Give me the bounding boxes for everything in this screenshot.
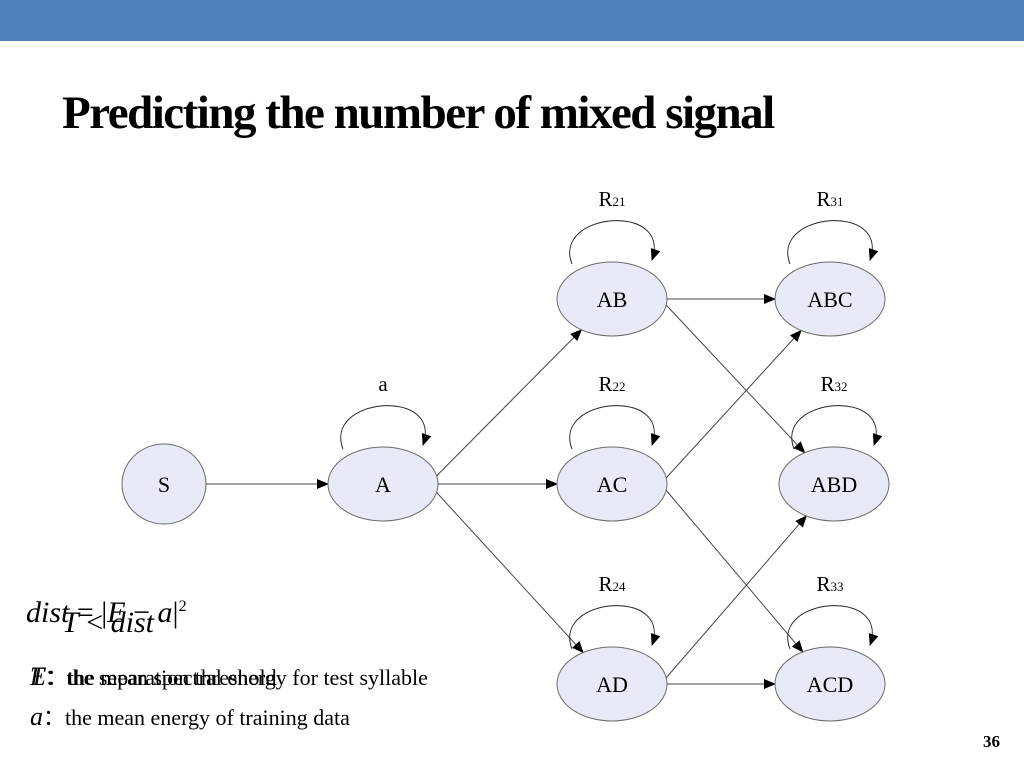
loop-label-main: R bbox=[816, 187, 830, 211]
abs-open: | bbox=[101, 596, 108, 629]
svg-text:R31: R31 bbox=[816, 187, 843, 211]
node-label: S bbox=[158, 472, 170, 497]
node-ac: AC bbox=[556, 446, 668, 522]
edge-ad-abd bbox=[663, 515, 807, 681]
self-loop-abc bbox=[787, 220, 879, 265]
loop-label-abc: R31 bbox=[816, 187, 843, 211]
dist-symbol: dist bbox=[26, 596, 70, 629]
loop-label-subscript: 24 bbox=[613, 579, 627, 594]
e-symbol: E bbox=[107, 596, 126, 629]
header-bar bbox=[0, 0, 1024, 41]
loop-label-main: R bbox=[598, 572, 612, 596]
loop-label-a: a bbox=[378, 372, 388, 396]
self-loop-abd bbox=[791, 405, 883, 450]
loop-label-ac: R22 bbox=[598, 372, 625, 396]
edge-ac-acd bbox=[663, 487, 804, 653]
node-label: A bbox=[375, 472, 391, 497]
loop-label-acd: R33 bbox=[816, 572, 843, 596]
legend-row-a: a：the mean energy of training data bbox=[30, 700, 350, 732]
dist-rhs: dist bbox=[110, 606, 154, 639]
loop-label-abd: R32 bbox=[820, 372, 847, 396]
equals-sign: = bbox=[69, 596, 102, 629]
loop-label-ad: R24 bbox=[598, 572, 626, 596]
loop-label-main: R bbox=[816, 572, 830, 596]
loop-label-subscript: 32 bbox=[835, 379, 848, 394]
node-label: ABD bbox=[811, 472, 857, 497]
legend-row-t: T：the separation threshold bbox=[30, 660, 277, 692]
legend-separator: ： bbox=[45, 665, 68, 690]
loop-label-main: R bbox=[598, 372, 612, 396]
loop-label-subscript: 21 bbox=[613, 194, 626, 209]
self-loop-ac bbox=[569, 405, 661, 450]
legend-symbol: E bbox=[30, 662, 46, 691]
distance-formula: dist = |E − a|2 bbox=[26, 596, 187, 630]
t-symbol: T bbox=[62, 606, 79, 639]
slide-title: Predicting the number of mixed signal bbox=[62, 87, 775, 139]
edge-a-ad bbox=[432, 487, 584, 654]
node-abd: ABD bbox=[778, 446, 890, 522]
node-abc: ABC bbox=[774, 261, 886, 337]
minus-sign: − bbox=[125, 596, 158, 629]
nodes: S A AB AC AD ABC ABD ACD bbox=[121, 261, 890, 722]
exponent: 2 bbox=[178, 598, 187, 615]
legend-text: the mean energy of training data bbox=[65, 705, 350, 730]
edge-ab-abd bbox=[663, 302, 806, 454]
node-a: A bbox=[327, 446, 439, 522]
loop-label-main: R bbox=[820, 372, 834, 396]
node-ad: AD bbox=[556, 646, 668, 722]
legend-symbol: a bbox=[30, 702, 43, 731]
node-acd: ACD bbox=[774, 646, 886, 722]
loop-label-subscript: 33 bbox=[831, 579, 844, 594]
legend-row-e: E：the mean spectral energy for test syll… bbox=[30, 660, 428, 692]
loop-label-main: a bbox=[378, 372, 388, 396]
self-loop-ab bbox=[569, 220, 661, 265]
self-loop-ad bbox=[569, 605, 661, 650]
loop-label-subscript: 22 bbox=[613, 379, 626, 394]
svg-text:R21: R21 bbox=[598, 187, 625, 211]
node-s: S bbox=[121, 443, 207, 525]
svg-text:R32: R32 bbox=[820, 372, 847, 396]
self-loop-a bbox=[340, 405, 432, 450]
node-label: ABC bbox=[807, 287, 852, 312]
less-than-sign: < bbox=[78, 606, 111, 639]
legend-separator: ： bbox=[43, 705, 66, 730]
node-label: ACD bbox=[807, 672, 853, 697]
node-label: AD bbox=[596, 672, 628, 697]
node-label: AB bbox=[597, 287, 628, 312]
svg-text:R33: R33 bbox=[816, 572, 843, 596]
svg-text:a: a bbox=[378, 372, 388, 396]
edges bbox=[206, 294, 807, 689]
legend-text: the mean spectral energy for test syllab… bbox=[67, 665, 428, 690]
abs-close: | bbox=[172, 596, 179, 629]
svg-text:R24: R24 bbox=[598, 572, 626, 596]
self-loop-acd bbox=[787, 605, 879, 650]
loop-label-subscript: 31 bbox=[831, 194, 844, 209]
edge-a-ab bbox=[432, 329, 583, 481]
legend-symbol: T bbox=[30, 662, 45, 691]
node-label: AC bbox=[597, 472, 628, 497]
threshold-formula: T < dist bbox=[62, 606, 154, 640]
legend-separator: ： bbox=[44, 665, 67, 690]
loop-label-ab: R21 bbox=[598, 187, 625, 211]
node-ab: AB bbox=[556, 261, 668, 337]
svg-text:R22: R22 bbox=[598, 372, 625, 396]
page-number: 36 bbox=[983, 732, 1000, 751]
a-symbol: a bbox=[157, 596, 173, 629]
loop-label-main: R bbox=[598, 187, 612, 211]
edge-ac-abc bbox=[663, 329, 802, 481]
legend-text: the separation threshold bbox=[66, 665, 277, 690]
